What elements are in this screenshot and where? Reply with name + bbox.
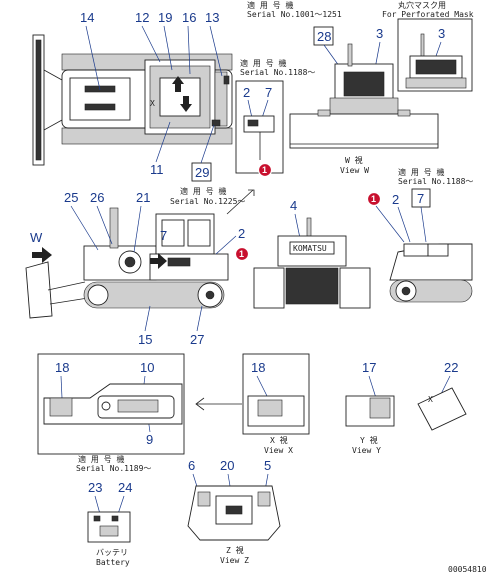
view-x-jp: X 視 [270, 436, 288, 445]
label-22-plate [417, 387, 467, 431]
machine-side-view [25, 207, 229, 319]
caution-mark-1-right [366, 191, 382, 207]
view-y-jp: Y 視 [360, 436, 378, 445]
serial-1001-jp: 適 用 号 機 [247, 0, 293, 10]
callout-29-box [191, 162, 212, 182]
brand-logo: KOMATSU [293, 244, 327, 253]
callout-6: 6 [188, 458, 195, 473]
machine-front-view-w [289, 43, 439, 149]
detail-arrow [195, 397, 242, 411]
drawing-number: 00054810 [448, 565, 487, 574]
machine-partial-side-view [389, 243, 473, 303]
perforated-mask-inset [397, 18, 473, 92]
callout-12: 12 [135, 10, 149, 25]
callout-29: 29 [195, 165, 209, 180]
callout-3b: 3 [438, 26, 445, 41]
view-pointer-arrow [226, 189, 255, 215]
view-w-jp: W 視 [345, 156, 363, 165]
view-x-inset [242, 353, 310, 435]
callout-28-box [313, 26, 334, 46]
view-z: View Z [220, 556, 249, 565]
callout-19: 19 [158, 10, 172, 25]
view-x-marker: X [150, 99, 155, 108]
view-z-jp: Z 視 [226, 546, 244, 555]
callout-20: 20 [220, 458, 234, 473]
serial-1225: Serial No.1225～ [170, 197, 245, 206]
callout-13: 13 [205, 10, 219, 25]
view-y-marker: X [428, 395, 433, 404]
perf-mask-jp: 丸穴マスク用 [398, 0, 446, 10]
callout-24: 24 [118, 480, 132, 495]
machine-rear-view-z [187, 485, 281, 541]
callout-18b: 18 [251, 360, 265, 375]
serial-1188b-jp: 適 用 号 機 [398, 167, 444, 177]
callout-27: 27 [190, 332, 204, 347]
callout-26: 26 [90, 190, 104, 205]
callout-23: 23 [88, 480, 102, 495]
serial-1188a: Serial No.1188～ [240, 68, 315, 77]
serial-1001: Serial No.1001～1251 [247, 10, 342, 19]
caution-mark-label-side: 1 [239, 249, 244, 259]
view-w: View W [340, 166, 369, 175]
callout-18a: 18 [55, 360, 69, 375]
callout-2a: 2 [243, 85, 250, 100]
machine-top-view: X [32, 34, 233, 166]
serial-1225-jp: 適 用 号 機 [180, 186, 226, 196]
serial-1188a-jp: 適 用 号 機 [240, 58, 286, 68]
view-w-arrow-label: W [30, 230, 43, 245]
callout-2c: 2 [392, 192, 399, 207]
battery: Battery [96, 558, 130, 567]
callout-5: 5 [264, 458, 271, 473]
callout-25: 25 [64, 190, 78, 205]
callout-10: 10 [140, 360, 154, 375]
serial-1189: Serial No.1189～ [76, 464, 151, 473]
callout-7b: 7 [417, 191, 424, 206]
callout-3a: 3 [376, 26, 383, 41]
caution-mark-1-side [234, 246, 250, 262]
view-y: View Y [352, 446, 381, 455]
callout-16: 16 [182, 10, 196, 25]
callout-15: 15 [138, 332, 152, 347]
callout-11: 11 [150, 162, 164, 177]
callout-14: 14 [80, 10, 94, 25]
callout-2b: 2 [238, 226, 245, 241]
callout-4: 4 [290, 198, 297, 213]
callout-9: 9 [146, 432, 153, 447]
view-x: View X [264, 446, 293, 455]
perf-mask: For Perforated Mask [382, 10, 474, 19]
caution-mark-label-right: 1 [371, 194, 376, 204]
callout-28: 28 [317, 29, 331, 44]
callout-17: 17 [362, 360, 376, 375]
callout-22: 22 [444, 360, 458, 375]
detail-inset-18-10-9 [37, 353, 185, 455]
serial-1188b: Serial No.1188～ [398, 177, 473, 186]
callout-7-side: 7 [160, 228, 167, 243]
caution-mark-label: 1 [262, 165, 267, 175]
serial-1189-jp: 適 用 号 機 [78, 454, 124, 464]
battery-jp: バッテリ [96, 548, 128, 557]
caution-mark-1 [257, 162, 273, 178]
callout-21: 21 [136, 190, 150, 205]
callout-7a: 7 [265, 85, 272, 100]
machine-front-view: KOMATSU [253, 217, 371, 309]
